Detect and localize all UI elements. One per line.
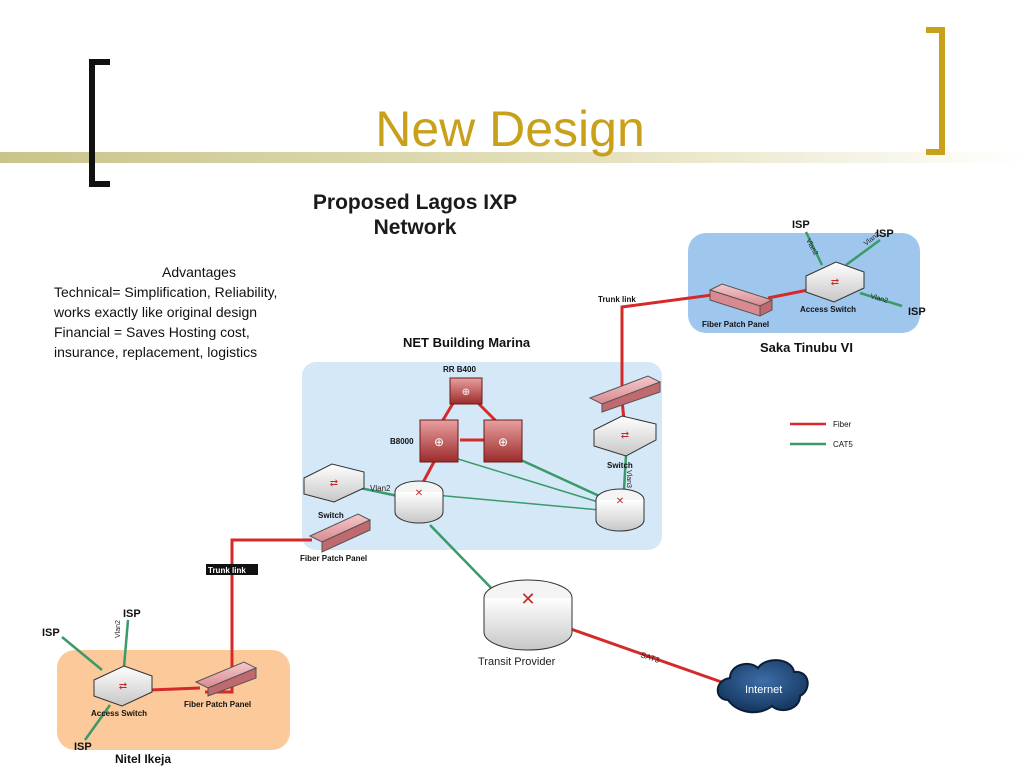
vlan2-saka-label-3: Vlan2 — [869, 293, 888, 305]
rr-b400-core: ⊕ — [449, 377, 483, 405]
slide-title: New Design — [375, 101, 645, 157]
isp-ikeja-3: ISP — [74, 741, 92, 753]
access-switch-ikeja: ⇄ — [93, 665, 153, 707]
fpp-marina-panel — [308, 513, 372, 553]
left-bracket — [89, 59, 110, 187]
advantages-line: Financial = Saves Hosting cost, — [54, 324, 250, 340]
advantages-line: Technical= Simplification, Reliability, — [54, 284, 278, 300]
trunk-label-bottom-bg — [206, 564, 258, 575]
switch-left-label: Switch — [318, 511, 344, 520]
fpp-saka-label: Fiber Patch Panel — [702, 320, 769, 329]
svg-text:✕: ✕ — [415, 488, 423, 499]
legend: Fiber CAT5 — [790, 420, 853, 449]
cat5-isp-saka-1 — [804, 231, 824, 266]
router-right: ✕ — [595, 488, 645, 532]
vlan3-marina-label: Vlan3 — [625, 470, 632, 488]
switch-right-label: Switch — [607, 461, 633, 470]
cat5-isp-ikeja-1 — [61, 636, 103, 671]
isp-saka-2: ISP — [876, 228, 894, 240]
fiber-trunk-top — [620, 293, 713, 387]
access-switch-ikeja-label: Access Switch — [91, 709, 147, 718]
advantages-heading: Advantages — [162, 264, 236, 280]
rr-label: RR B400 — [443, 365, 476, 374]
svg-text:⇄: ⇄ — [831, 277, 839, 288]
internet-label: Internet — [745, 684, 782, 696]
svg-text:⊕: ⊕ — [434, 435, 444, 449]
svg-text:✕: ✕ — [616, 496, 624, 507]
isp-saka-1: ISP — [792, 219, 810, 231]
svg-text:⊕: ⊕ — [498, 435, 508, 449]
advantages-text: Advantages Technical= Simplification, Re… — [54, 262, 344, 362]
ikeja-region — [57, 650, 290, 750]
cat5-isp-saka-3 — [859, 291, 903, 308]
cat5-isp-ikeja-2 — [122, 619, 130, 668]
isp-saka-3: ISP — [908, 306, 926, 318]
fiber-transit-internet — [567, 626, 731, 687]
cat5-isp-ikeja-3 — [83, 704, 112, 741]
fpp-ikeja-label: Fiber Patch Panel — [184, 700, 251, 709]
isp-ikeja-1: ISP — [42, 627, 60, 639]
saka-region — [688, 233, 920, 333]
b8000-core-right: ⊕ — [483, 419, 523, 463]
ikeja-label: Nitel Ikeja — [115, 752, 171, 766]
fiber-saka-panel-switch — [767, 288, 809, 300]
diagram-title: Proposed Lagos IXP Network — [250, 190, 580, 240]
advantages-line: insurance, replacement, logistics — [54, 344, 258, 360]
svg-text:⇄: ⇄ — [621, 430, 629, 441]
fpp-marina-label: Fiber Patch Panel — [300, 554, 367, 563]
transit-label: Transit Provider — [478, 656, 556, 668]
diagram-title-line1: Proposed Lagos IXP — [312, 191, 518, 214]
svg-text:⇄: ⇄ — [330, 478, 338, 489]
cat5-links — [61, 231, 903, 741]
sat3-label: SAT3 — [639, 650, 661, 665]
svg-text:⊕: ⊕ — [462, 387, 470, 398]
cat5-isp-saka-2 — [845, 238, 881, 267]
switch-right: ⇄ — [593, 415, 657, 457]
trunk-label-top: Trunk link — [598, 295, 636, 304]
fiber-ikeja-switch-panel — [149, 686, 201, 692]
fpp-ikeja-panel — [194, 661, 258, 697]
cat5-b8000-right-router — [444, 454, 609, 506]
advantages-line: works exactly like original design — [54, 304, 258, 320]
transit-router: ✕ — [483, 579, 573, 651]
legend-cat5-label: CAT5 — [833, 440, 853, 449]
marina-label: NET Building Marina — [403, 335, 531, 350]
b8000-core-left: ⊕ — [419, 419, 459, 463]
right-bracket — [926, 27, 945, 155]
svg-text:✕: ✕ — [520, 589, 535, 609]
cat5-router-transit — [429, 524, 499, 596]
switch-left: ⇄ — [303, 463, 365, 503]
marina-region — [302, 362, 662, 550]
vlan2-marina-label: Vlan2 — [370, 484, 391, 493]
cat5-left-switch-router — [359, 486, 399, 498]
b8000-label: B8000 — [390, 437, 414, 446]
legend-fiber-label: Fiber — [833, 420, 852, 429]
access-switch-saka-label: Access Switch — [800, 305, 856, 314]
fpp-right-panel — [588, 375, 662, 413]
isp-ikeja-2: ISP — [123, 608, 141, 620]
header-bar — [0, 152, 1024, 163]
fpp-saka-panel — [708, 283, 774, 317]
saka-label: Saka Tinubu VI — [760, 340, 853, 355]
svg-text:⇄: ⇄ — [119, 681, 127, 692]
cat5-left-router-right-router — [434, 494, 601, 511]
cat5-right-switch-router — [622, 454, 628, 491]
vlan2-ikeja-label: Vlan2 — [115, 620, 122, 638]
access-switch-saka: ⇄ — [805, 261, 865, 303]
router-left: ✕ — [394, 480, 444, 524]
internet-cloud — [716, 659, 809, 714]
diagram-title-line2: Network — [373, 216, 457, 239]
trunk-label-bottom: Trunk link — [208, 566, 246, 575]
cat5-b8000b-right-router — [509, 453, 609, 502]
